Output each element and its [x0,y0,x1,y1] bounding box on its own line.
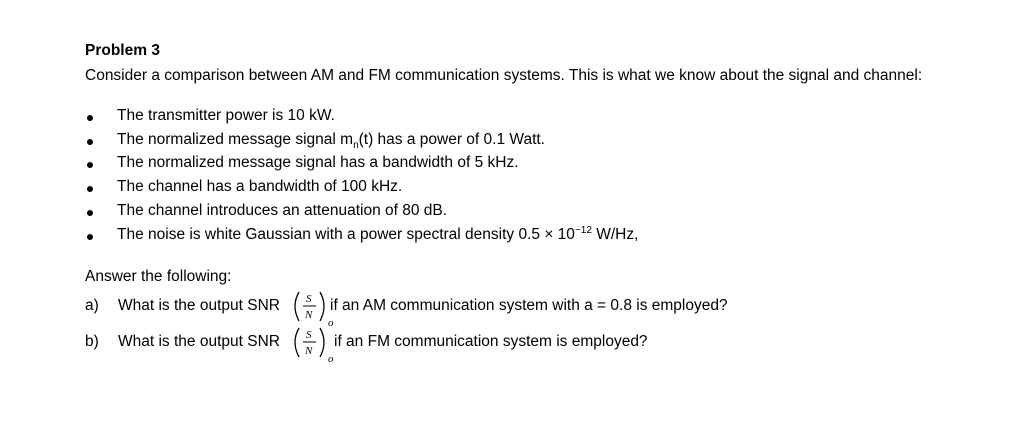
subscript: n [353,140,359,152]
svg-text:S: S [306,293,312,305]
question-text-end: if an AM communication system with a = 0… [330,297,728,314]
superscript: −12 [574,224,592,236]
bullet-text: The channel introduces an attenuation of… [117,202,448,219]
snr-fraction: S N o [294,291,334,329]
svg-text:N: N [304,309,313,321]
question-letter: a) [85,297,99,314]
answers-heading: Answer the following: [85,268,232,285]
svg-text:o: o [328,353,334,365]
svg-text:S: S [306,329,312,341]
bullet-icon [87,210,93,216]
question-text: What is the output SNR [118,297,280,314]
problem-intro: Consider a comparison between AM and FM … [85,67,923,84]
question-text: What is the output SNR [118,333,280,350]
svg-text:N: N [304,345,313,357]
bullet-icon [87,115,93,121]
bullet-text: The channel has a bandwidth of 100 kHz. [117,178,403,195]
bullet-text: The normalized message signal has a band… [117,154,519,171]
bullet-icon [87,186,93,192]
bullet-icon [87,162,93,168]
bullet-text: The transmitter power is 10 kW. [117,107,335,124]
question-text-end: if an FM communication system is employe… [334,333,648,350]
bullet-text: The noise is white Gaussian with a power… [117,224,639,243]
snr-fraction: S N o [294,327,334,365]
bullet-icon [87,234,93,240]
svg-text:o: o [328,317,334,329]
bullet-icon [87,139,93,145]
problem-title: Problem 3 [85,42,160,59]
question-letter: b) [85,333,99,350]
bullet-text: The normalized message signal mn(t) has … [117,131,545,152]
